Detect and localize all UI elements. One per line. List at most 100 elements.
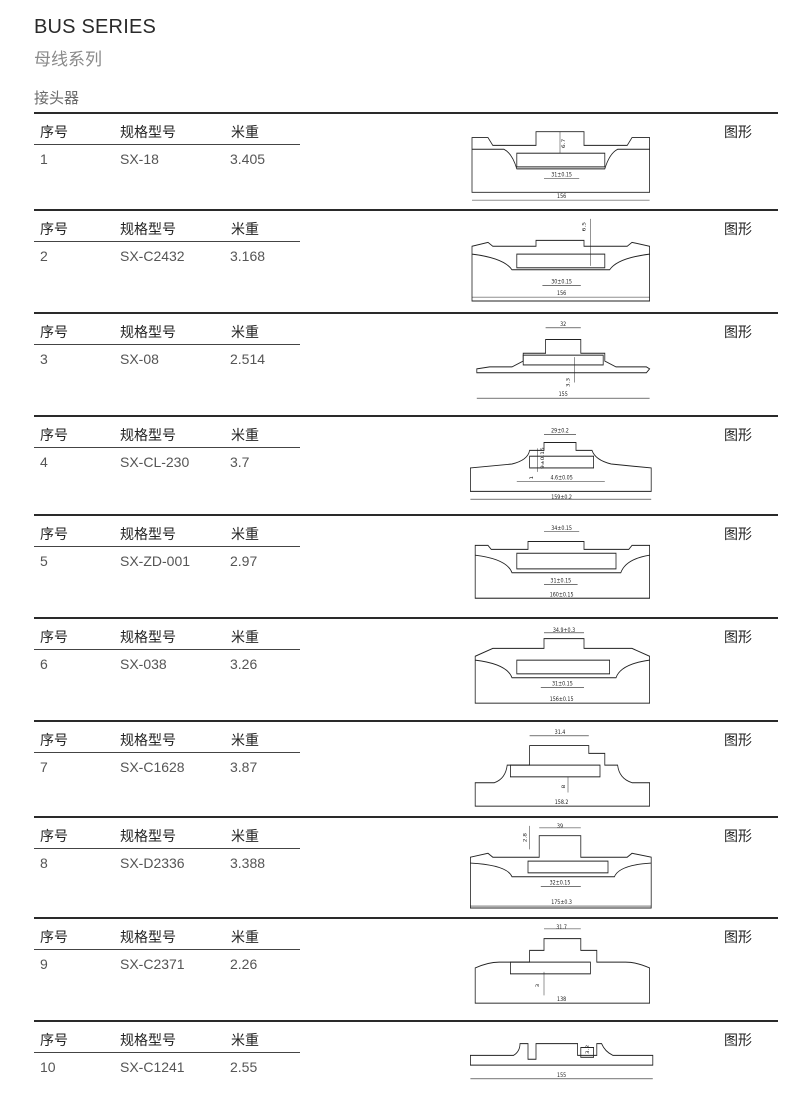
dimension-label: 156 (557, 291, 567, 298)
col-header-no: 序号 (40, 125, 68, 141)
profile-figure: 6.5 30±0.15 156 (440, 215, 680, 303)
dimension-label: 138 (557, 997, 567, 1004)
col-header-figure: 图形 (724, 222, 752, 238)
col-header-weight: 米重 (231, 428, 259, 444)
col-header-no: 序号 (40, 829, 68, 845)
row-no: 9 (40, 956, 48, 972)
col-header-no: 序号 (40, 527, 68, 543)
row-model: SX-18 (120, 151, 159, 167)
header-rule (34, 949, 300, 950)
dimension-label: 175±0.3 (551, 900, 572, 907)
page-title: BUS SERIES (34, 16, 157, 38)
col-header-model: 规格型号 (120, 428, 176, 444)
header-rule (34, 447, 300, 448)
dimension-label: 30±0.15 (551, 279, 572, 286)
row-no: 10 (40, 1059, 56, 1075)
row-no: 2 (40, 248, 48, 264)
dimension-label: 39 (557, 823, 564, 830)
profile-drawing: 2.8 39 32±0.15 175±0.3 (470, 823, 652, 909)
row-weight: 2.55 (230, 1059, 258, 1075)
col-header-model: 规格型号 (120, 930, 176, 946)
col-header-no: 序号 (40, 1033, 68, 1049)
dimension-label: 6.5 (582, 222, 587, 231)
row-no: 1 (40, 151, 48, 167)
dimension-label: 29±0.2 (551, 428, 569, 435)
row-no: 3 (40, 351, 48, 367)
dimension-label: 156±0.15 (550, 697, 574, 704)
col-header-no: 序号 (40, 428, 68, 444)
col-header-figure: 图形 (724, 630, 752, 646)
profile-drawing: 6.7 31±0.15 156 (471, 131, 650, 201)
dimension-label: 8 (561, 784, 566, 788)
dimension-label: 9±0.15 (540, 447, 545, 469)
dimension-label: 31.4 (555, 729, 566, 736)
page-subtitle: 母线系列 (34, 50, 102, 70)
row-weight: 3.26 (230, 656, 258, 672)
col-header-model: 规格型号 (120, 733, 176, 749)
col-header-figure: 图形 (724, 1033, 752, 1049)
row-no: 6 (40, 656, 48, 672)
col-header-figure: 图形 (724, 527, 752, 543)
profile-drawing: 31.4 8 158.2 (474, 729, 650, 807)
profile-drawing: 6.5 30±0.15 156 (471, 218, 650, 302)
header-rule (34, 344, 300, 345)
col-header-weight: 米重 (231, 930, 259, 946)
dimension-label: 158.2 (555, 800, 569, 807)
col-header-weight: 米重 (231, 1033, 259, 1049)
col-header-figure: 图形 (724, 428, 752, 444)
dimension-label: 156 (557, 194, 567, 201)
row-no: 7 (40, 759, 48, 775)
dimension-label: 160±0.15 (550, 592, 574, 599)
col-header-weight: 米重 (231, 125, 259, 141)
col-header-no: 序号 (40, 222, 68, 238)
profile-drawing: 34.9+0.3 31±0.15 156±0.15 (474, 627, 650, 704)
row-model: SX-CL-230 (120, 454, 190, 470)
col-header-model: 规格型号 (120, 630, 176, 646)
dimension-label: 1 (529, 476, 534, 480)
col-header-model: 规格型号 (120, 1033, 176, 1049)
col-header-model: 规格型号 (120, 125, 176, 141)
dimension-label: 2.8 (523, 832, 528, 842)
row-model: SX-D2336 (120, 855, 185, 871)
col-header-weight: 米重 (231, 733, 259, 749)
header-rule (34, 1052, 300, 1053)
col-header-no: 序号 (40, 733, 68, 749)
row-model: SX-ZD-001 (120, 553, 191, 569)
profile-figure: 6.7 31±0.15 156 (440, 118, 680, 206)
dimension-label: 31±0.15 (552, 681, 573, 688)
row-weight: 3.388 (230, 855, 266, 871)
row-weight: 3.7 (230, 454, 250, 470)
col-header-weight: 米重 (231, 222, 259, 238)
col-header-figure: 图形 (724, 829, 752, 845)
col-header-weight: 米重 (231, 630, 259, 646)
section-heading: 接头器 (34, 89, 80, 107)
dimension-label: 32±0.15 (550, 880, 571, 887)
col-header-weight: 米重 (231, 325, 259, 341)
row-no: 5 (40, 553, 48, 569)
header-rule (34, 848, 300, 849)
col-header-model: 规格型号 (120, 222, 176, 238)
dimension-label: 34.9+0.3 (553, 627, 575, 634)
dimension-label: 3 (536, 984, 541, 988)
row-weight: 3.87 (230, 759, 258, 775)
dimension-label: 31±0.15 (551, 172, 572, 179)
row-model: SX-C1241 (120, 1059, 185, 1075)
profile-figure: 2.8 39 32±0.15 175±0.3 (440, 822, 680, 910)
dimension-label: 6.7 (561, 139, 566, 148)
row-model: SX-038 (120, 656, 167, 672)
dimension-label: 159±0.2 (551, 495, 572, 502)
